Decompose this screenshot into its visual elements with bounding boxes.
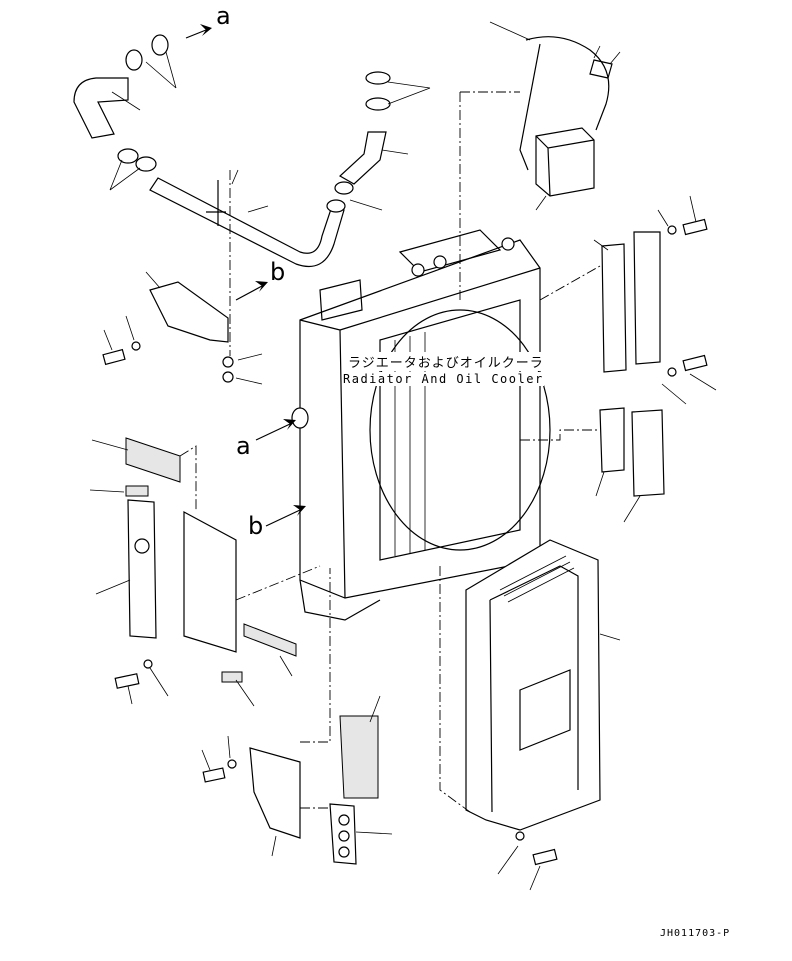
title-japanese: ラジエータおよびオイルクーラ xyxy=(348,352,544,371)
title-english: Radiator And Oil Cooler xyxy=(343,372,544,386)
tube-bracket xyxy=(206,180,226,226)
radiator-base xyxy=(299,579,381,621)
reserve-tank xyxy=(535,127,595,197)
hose-clamp xyxy=(151,34,169,56)
side-seal-plate xyxy=(127,499,157,639)
foam-seal xyxy=(221,671,243,683)
hose-clamp xyxy=(135,156,157,172)
connection-marker-a-top: a xyxy=(216,2,231,30)
washer xyxy=(667,367,677,377)
lower-frame xyxy=(465,539,621,891)
foam-seal xyxy=(125,437,181,483)
mounting-bracket xyxy=(149,281,229,343)
hose-clamp xyxy=(365,97,391,111)
bolt xyxy=(114,673,140,689)
assembly-reference-lines xyxy=(179,91,601,813)
connection-marker-b-bottom: b xyxy=(248,512,264,540)
guard-plate xyxy=(249,747,301,839)
hose-clamp xyxy=(334,181,354,195)
right-seals xyxy=(593,195,717,523)
bolt xyxy=(682,354,708,372)
washer xyxy=(222,356,234,368)
hose-clamp xyxy=(117,148,139,164)
reserve-tank-assembly xyxy=(489,21,621,211)
hose-clamp xyxy=(125,49,143,71)
washer xyxy=(667,225,677,235)
foam-seal xyxy=(125,485,149,497)
side-seal xyxy=(599,407,625,473)
harness-clip xyxy=(589,59,613,79)
connection-marker-a-bottom: a xyxy=(236,432,251,460)
bolt xyxy=(202,767,226,783)
fan-shroud-ring xyxy=(369,309,551,551)
connection-arrows xyxy=(185,24,306,527)
lower-left-plates xyxy=(201,695,393,865)
upper-tube xyxy=(149,177,345,268)
hose-clamp xyxy=(365,71,391,85)
nut xyxy=(222,371,234,383)
left-brackets xyxy=(89,271,297,707)
foam-seal xyxy=(243,623,297,657)
right-hose xyxy=(338,131,387,185)
bolt xyxy=(102,348,126,366)
side-seal xyxy=(631,409,665,497)
rubber-pad xyxy=(339,715,379,799)
radiator-core-face xyxy=(379,299,521,561)
washer xyxy=(143,659,153,669)
hose-clamp xyxy=(326,199,346,213)
upper-hose-assembly xyxy=(73,34,431,268)
washer xyxy=(131,341,141,351)
radiator-inlet xyxy=(291,407,309,429)
side-cover-plate xyxy=(183,510,237,653)
washer xyxy=(227,759,237,769)
washer xyxy=(515,831,525,841)
elbow-hose xyxy=(73,77,129,139)
bolt xyxy=(532,848,558,866)
bolt xyxy=(682,218,708,236)
connection-marker-b-top: b xyxy=(270,258,286,286)
drawing-number: JH011703-P xyxy=(660,928,731,939)
radiator-core xyxy=(291,229,551,621)
radiator-frame xyxy=(299,239,541,599)
seal-block xyxy=(329,803,357,865)
side-seal xyxy=(601,243,627,373)
side-seal xyxy=(633,231,661,365)
